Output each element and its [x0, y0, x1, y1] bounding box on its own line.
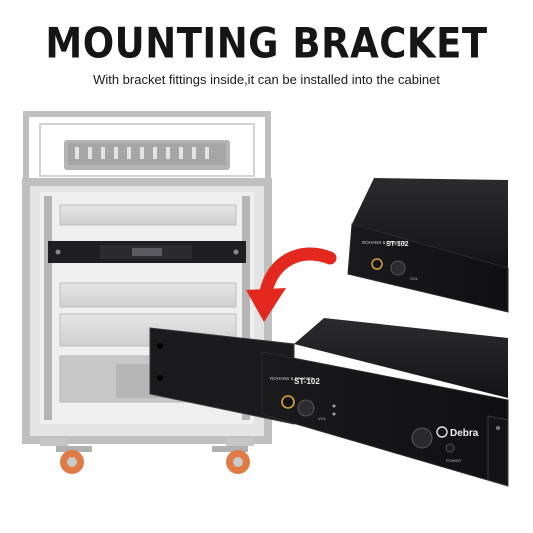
mounted-receiver: [48, 241, 246, 263]
device-bottom-jack: [281, 395, 295, 409]
power-knob-icon: [411, 427, 433, 449]
caster-wheel-icon: [56, 446, 250, 474]
device-top-model: ST-102: [386, 241, 409, 248]
device-bottom-brand: ROHANS & BRANDS: [270, 376, 314, 381]
device-top-volume-knob: [390, 260, 406, 276]
device-top: ROHANS & BRANDS ST-102 VOL: [347, 178, 509, 313]
device-top-vol-label: VOL: [410, 276, 419, 281]
page-subtitle: With bracket fittings inside,it can be i…: [93, 72, 440, 87]
rack-bracket: [149, 327, 295, 425]
page-title: MOUNTING BRACKET: [45, 19, 488, 68]
device-bottom: ROHANS & BRANDS ST-102 VOL Debra POWER: [149, 318, 509, 487]
device-top-jack: [371, 258, 383, 270]
debra-logo-icon: Debra: [436, 426, 479, 439]
curved-arrow-icon: [246, 247, 337, 322]
device-bottom-model: ST-102: [294, 377, 320, 386]
device-bottom-volume-knob: [297, 399, 315, 417]
mixer-console: [64, 140, 230, 170]
device-bottom-logo-text: Debra: [450, 428, 479, 439]
device-top-brand: ROHANS & BRANDS: [362, 240, 406, 245]
device-bottom-power-label: POWER: [446, 458, 461, 463]
device-bottom-vol-label: VOL: [318, 416, 327, 421]
product-scene: ROHANS & BRANDS ST-102 VOL ROHANS & BRAN…: [22, 111, 509, 487]
